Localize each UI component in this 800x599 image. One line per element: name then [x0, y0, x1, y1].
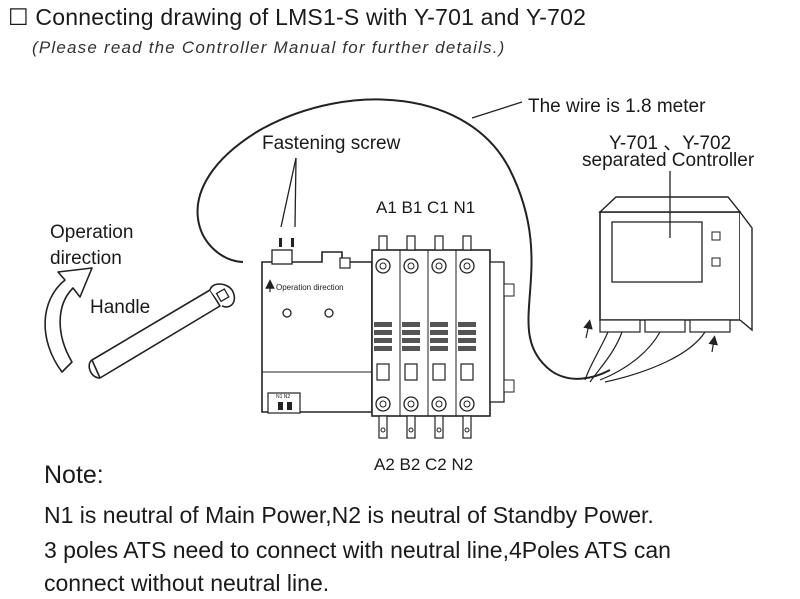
title-checkbox: ☐: [8, 4, 29, 30]
bottom-lug: [462, 415, 472, 439]
pole-vent: [374, 346, 392, 351]
pole-vent: [458, 322, 476, 327]
pole-window: [432, 363, 446, 381]
pole-vent: [402, 322, 420, 327]
pole-vent: [430, 338, 448, 343]
pole-vent: [430, 322, 448, 327]
bottom-lug-hole: [436, 427, 442, 433]
pole-vent: [458, 330, 476, 335]
fastening-screw-label: Fastening screw: [262, 133, 401, 154]
lms1-switch: [261, 249, 373, 414]
top-terminal-core: [407, 262, 415, 270]
note-title: Note:: [44, 461, 104, 489]
diagram-subtitle: (Please read the Controller Manual for f…: [32, 38, 506, 57]
screw-mark-left: [279, 238, 282, 247]
bottom-lug-hole: [380, 427, 386, 433]
pole-vent: [430, 346, 448, 351]
controller-cable: [196, 98, 611, 380]
bottom-terminal-core: [435, 400, 443, 408]
bottom-terminal-core: [463, 400, 471, 408]
controller-label-line2: separated Controller: [582, 150, 755, 171]
top-lug: [406, 235, 416, 251]
small-terminal-label: N1 N2: [276, 394, 291, 400]
note-line-1: N1 is neutral of Main Power,N2 is neutra…: [44, 502, 654, 528]
note-line-2: 3 poles ATS need to connect with neutral…: [44, 537, 671, 563]
pole-vent: [458, 338, 476, 343]
title-text: Connecting drawing of LMS1-S with Y-701 …: [35, 4, 587, 30]
bottom-lug: [378, 415, 388, 439]
top-lug: [462, 235, 472, 251]
top-terminal-core: [435, 262, 443, 270]
screw-pointer-left: [280, 157, 297, 228]
bottom-lug-hole: [408, 427, 414, 433]
bottom-terminal-core: [407, 400, 415, 408]
bottom-lug: [434, 415, 444, 439]
pole-window: [404, 363, 418, 381]
diagram-title: ☐ Connecting drawing of LMS1-S with Y-70…: [8, 4, 586, 31]
wire-length-label: The wire is 1.8 meter: [528, 96, 706, 117]
top-terminal-labels: A1 B1 C1 N1: [376, 198, 476, 217]
pole-window: [460, 363, 474, 381]
pole-window: [376, 363, 390, 381]
bottom-terminal-labels: A2 B2 C2 N2: [374, 455, 474, 474]
pole-vent: [430, 330, 448, 335]
controller-unit: [583, 171, 753, 383]
bottom-lug: [406, 415, 416, 439]
pole-group: [371, 235, 476, 439]
handle: [88, 283, 236, 379]
pole-vent: [374, 322, 392, 327]
bottom-lug-hole: [464, 427, 470, 433]
panel-direction-label: Operation direction: [276, 283, 344, 292]
bottom-terminal-core: [379, 400, 387, 408]
top-lug: [378, 235, 388, 251]
operation-label-line1: Operation: [50, 222, 134, 243]
pole-vent: [374, 330, 392, 335]
pole-vent: [374, 338, 392, 343]
operation-direction-arrow: [44, 267, 93, 373]
pole-vent: [458, 346, 476, 351]
pole-vent: [402, 330, 420, 335]
wire-pointer: [471, 101, 523, 119]
note-line-3: connect without neutral line.: [44, 570, 330, 596]
screw-pointer-right: [294, 157, 297, 228]
top-lug: [434, 235, 444, 251]
operation-label-line2: direction: [50, 248, 122, 269]
screw-mark-right: [291, 238, 294, 247]
pole-vent: [402, 346, 420, 351]
pole-vent: [402, 338, 420, 343]
top-terminal-core: [463, 262, 471, 270]
handle-label: Handle: [90, 297, 151, 318]
controller-label-line1: Y-701 、Y-702: [609, 133, 732, 154]
top-terminal-core: [379, 262, 387, 270]
